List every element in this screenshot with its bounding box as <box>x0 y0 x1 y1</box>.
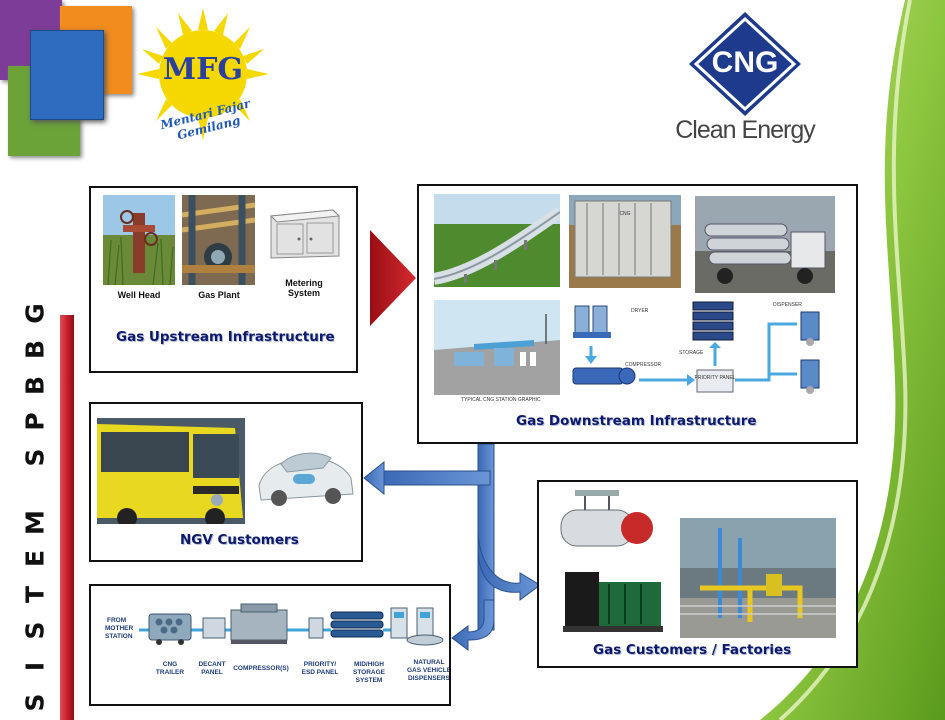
cng-logo: CNG Clean Energy <box>675 8 816 158</box>
flow-dispenser-line2: GAS VEHICLE <box>407 667 449 674</box>
flow-from-line1: FROM <box>107 617 126 624</box>
container-text: CNG <box>619 211 630 217</box>
flow-compressor: COMPRESSOR(S) <box>233 665 289 672</box>
cng-station-image <box>434 300 560 395</box>
gas-metering-station-image <box>680 518 836 638</box>
flow-decant-line2: PANEL <box>201 669 223 676</box>
compressor-label: COMPRESSOR <box>625 362 662 368</box>
storage-label: STORAGE <box>679 350 704 356</box>
storage-system-icon <box>330 611 384 638</box>
flow-from-line2: MOTHER <box>105 625 133 632</box>
cng-process-schematic: DRYER COMPRESSOR PRIORITY PANEL STORAGE <box>569 298 837 398</box>
priority-panel-icon <box>308 617 324 639</box>
flow-dispenser-line1: NATURAL <box>414 659 445 666</box>
flow-storage-line1: MID/HIGH <box>354 661 384 668</box>
cng-flow-diagram: FROM MOTHER STATION CNG TRAILER DECANT P… <box>105 603 449 684</box>
flow-decant-line1: DECANT <box>198 661 225 668</box>
cng-truck-image <box>695 196 835 293</box>
ngv-caption: NGV Customers <box>180 532 299 548</box>
compressor-icon <box>230 603 288 644</box>
generator-image <box>559 566 665 636</box>
red-arrow-icon <box>370 230 416 326</box>
ngv-bus-image <box>97 418 245 524</box>
metering-system-image <box>263 196 345 266</box>
factories-caption: Gas Customers / Factories <box>593 642 792 658</box>
pipeline-image <box>434 194 560 287</box>
cng-trailer-icon <box>148 613 192 645</box>
flow-storage-line2: STORAGE <box>353 669 386 676</box>
flow-trailer-line1: CNG <box>163 661 177 668</box>
flow-trailer-line2: TRAILER <box>156 669 184 676</box>
gas-plant-label: Gas Plant <box>198 290 240 300</box>
flow-priority-line1: PRIORITY/ <box>304 661 337 668</box>
decor-square-blue <box>30 30 104 120</box>
mfg-logo: MFG Mentari Fajar Gemilang <box>128 4 278 154</box>
cng-logo-mark: CNG <box>711 46 779 79</box>
flow-dispenser-line3: DISPENSERS <box>408 675 449 682</box>
dryer-label: DRYER <box>631 308 649 314</box>
downstream-panel: CNG TYPICAL CNG STATION GRAPHIC <box>417 184 858 444</box>
well-head-image <box>103 195 175 285</box>
mfg-logo-initials: MFG <box>162 52 244 87</box>
metering-system-label: Metering System <box>285 278 323 298</box>
downstream-caption: Gas Downstream Infrastructure <box>516 413 757 429</box>
cng-diamond-icon <box>689 12 801 116</box>
boiler-image <box>555 486 659 554</box>
cng-container-image: CNG <box>569 195 681 288</box>
dispenser-label: DISPENSER <box>773 302 802 308</box>
flow-storage-line3: SYSTEM <box>356 677 383 684</box>
station-caption: TYPICAL CNG STATION GRAPHIC <box>461 397 541 403</box>
priority-label: PRIORITY PANEL <box>695 375 736 381</box>
sun-icon <box>137 8 269 140</box>
decant-panel-icon <box>202 617 226 639</box>
cng-logo-tagline: Clean Energy <box>675 116 815 144</box>
dispenser-icon <box>390 607 444 646</box>
gas-plant-image <box>182 195 255 285</box>
flow-priority-line2: ESD PANEL <box>302 669 339 676</box>
upstream-caption: Gas Upstream Infrastructure <box>116 329 335 345</box>
upstream-panel: Well Head Gas Plant Metering System Gas … <box>89 186 358 373</box>
factories-panel: Gas Customers / Factories <box>537 480 858 668</box>
flow-from-line3: STATION <box>105 633 133 640</box>
well-head-label: Well Head <box>117 290 161 300</box>
ngv-customers-panel: NGV Customers <box>89 402 363 562</box>
cng-flow-panel: FROM MOTHER STATION CNG TRAILER DECANT P… <box>89 584 451 706</box>
station-caption-svg: TYPICAL CNG STATION GRAPHIC <box>461 397 541 403</box>
ngv-car-image <box>253 438 357 514</box>
